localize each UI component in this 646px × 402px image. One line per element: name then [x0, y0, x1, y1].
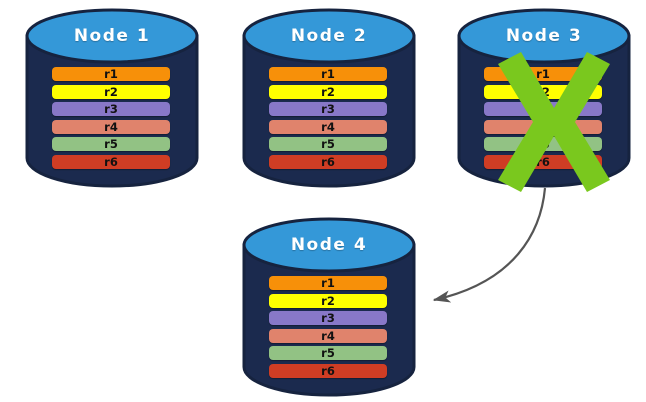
node-2-row-r3[interactable]: r3	[269, 102, 387, 117]
node-1-row-r2[interactable]: r2	[52, 84, 170, 99]
node-4-row-r2[interactable]: r2	[269, 293, 387, 308]
node-4-row-r5[interactable]: r5	[269, 346, 387, 361]
node-1-row-r1-label: r1	[104, 67, 118, 81]
node-4-rows: r1 r2 r3 r4 r5 r6	[269, 276, 387, 382]
node-4-row-r3-label: r3	[321, 311, 335, 326]
node-2-row-r2-label: r2	[321, 84, 335, 99]
node-2[interactable]: Node 2 r1 r2 r3 r4 r5 r6	[240, 6, 418, 188]
node-4[interactable]: Node 4 r1 r2 r3 r4 r5 r6	[240, 215, 418, 397]
node-2-row-r5-label: r5	[321, 137, 335, 152]
node-1-row-r4[interactable]: r4	[52, 119, 170, 134]
node-1-rows: r1 r2 r3 r4 r5 r6	[52, 67, 170, 173]
node-1-row-r5[interactable]: r5	[52, 137, 170, 152]
node-4-row-r6-label: r6	[321, 363, 335, 378]
node-2-row-r4-label: r4	[321, 119, 335, 134]
node-1-row-r5-label: r5	[104, 137, 118, 152]
replication-arrow-path	[432, 187, 547, 303]
node-1-row-r6-label: r6	[104, 154, 118, 169]
node-2-row-r1-label: r1	[321, 67, 335, 81]
node-1-row-r3[interactable]: r3	[52, 102, 170, 117]
node-2-row-r5[interactable]: r5	[269, 137, 387, 152]
node-1-row-r3-label: r3	[104, 102, 118, 117]
node-2-row-r4[interactable]: r4	[269, 119, 387, 134]
node-1-row-r4-label: r4	[104, 119, 118, 134]
node-4-row-r6[interactable]: r6	[269, 363, 387, 378]
node-2-row-r3-label: r3	[321, 102, 335, 117]
node-4-row-r3[interactable]: r3	[269, 311, 387, 326]
node-4-row-r1[interactable]: r1	[269, 276, 387, 290]
node-4-row-r4[interactable]: r4	[269, 328, 387, 343]
node-2-row-r6-label: r6	[321, 154, 335, 169]
node-4-row-r4-label: r4	[321, 328, 335, 343]
node-1-row-r1[interactable]: r1	[52, 67, 170, 81]
node-4-row-r5-label: r5	[321, 346, 335, 361]
node-1-row-r6[interactable]: r6	[52, 154, 170, 169]
node-2-row-r6[interactable]: r6	[269, 154, 387, 169]
node-2-row-r1[interactable]: r1	[269, 67, 387, 81]
node-4-row-r1-label: r1	[321, 276, 335, 290]
node-1[interactable]: Node 1 r1 r2 r3 r4 r5 r6	[23, 6, 201, 188]
node-4-row-r2-label: r2	[321, 293, 335, 308]
node-2-rows: r1 r2 r3 r4 r5 r6	[269, 67, 387, 173]
node-2-row-r2[interactable]: r2	[269, 84, 387, 99]
node-1-row-r2-label: r2	[104, 84, 118, 99]
